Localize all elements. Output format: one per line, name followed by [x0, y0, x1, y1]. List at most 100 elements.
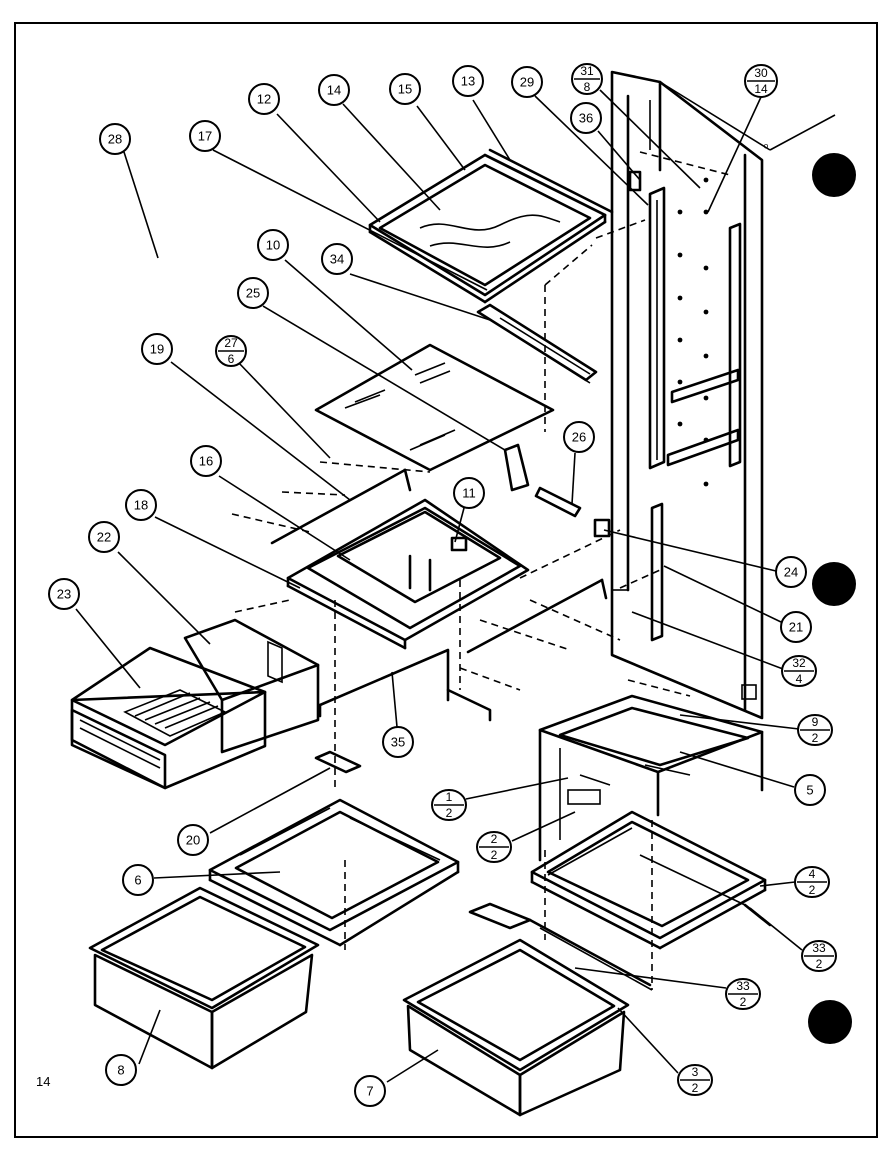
callout-17: 17	[189, 120, 221, 152]
svg-text:17: 17	[198, 129, 212, 144]
svg-text:22: 22	[97, 530, 111, 545]
callout-10: 10	[257, 229, 289, 261]
callout-7: 7	[354, 1075, 386, 1107]
cabinet-liner: o	[610, 70, 836, 720]
binder-hole-bottom	[808, 1000, 852, 1044]
callout-9-2: 92	[797, 714, 833, 746]
crisper-drawer-grille	[123, 689, 227, 737]
svg-text:12: 12	[257, 92, 271, 107]
callout-18: 18	[125, 489, 157, 521]
svg-text:16: 16	[199, 454, 213, 469]
svg-text:7: 7	[366, 1084, 373, 1099]
callout-4-2: 42	[794, 866, 830, 898]
crisper-cover-frame	[286, 498, 530, 650]
svg-text:9: 9	[812, 715, 819, 729]
svg-text:33: 33	[812, 941, 826, 955]
rail-bracket-pieces	[628, 170, 740, 467]
svg-text:32: 32	[792, 656, 806, 670]
svg-text:2: 2	[812, 731, 819, 745]
page-number: 14	[36, 1074, 51, 1089]
callout-23: 23	[48, 578, 80, 610]
svg-text:20: 20	[186, 833, 200, 848]
svg-text:36: 36	[579, 111, 593, 126]
drawer-clip	[314, 750, 362, 774]
svg-text:14: 14	[754, 82, 768, 96]
shelf-bracket-hardware	[503, 443, 611, 538]
svg-text:5: 5	[806, 783, 813, 798]
liner-box-right	[538, 694, 764, 862]
svg-text:2: 2	[491, 832, 498, 846]
callout-25: 25	[237, 277, 269, 309]
callout-6: 6	[122, 864, 154, 896]
callout-1-2: 12	[431, 789, 467, 821]
svg-text:33: 33	[736, 979, 750, 993]
svg-text:35: 35	[391, 735, 405, 750]
callout-19: 19	[141, 333, 173, 365]
callout-20: 20	[177, 824, 209, 856]
svg-text:10: 10	[266, 238, 280, 253]
svg-text:29: 29	[520, 75, 534, 90]
callout-31-8: 318	[571, 63, 603, 95]
svg-text:4: 4	[796, 672, 803, 686]
callout-32-4: 324	[781, 655, 817, 687]
shelf-side-support-left	[270, 468, 412, 545]
shelf-frame-bar	[476, 303, 598, 384]
svg-text:25: 25	[246, 286, 260, 301]
pan-cover-left	[208, 798, 460, 947]
svg-text:2: 2	[809, 883, 816, 897]
svg-text:28: 28	[108, 132, 122, 147]
callout-5: 5	[794, 774, 826, 806]
svg-text:2: 2	[740, 995, 747, 1009]
callout-24: 24	[775, 556, 807, 588]
callout-15: 15	[389, 73, 421, 105]
callout-22: 22	[88, 521, 120, 553]
svg-text:11: 11	[462, 486, 476, 501]
svg-text:6: 6	[134, 873, 141, 888]
svg-text:13: 13	[461, 74, 475, 89]
callout-35: 35	[382, 726, 414, 758]
callout-12: 12	[248, 83, 280, 115]
shelf-side-support-right	[466, 578, 608, 654]
callout-28: 28	[99, 123, 131, 155]
callout-8: 8	[105, 1054, 137, 1086]
shelf-ladder-rail-left	[648, 186, 666, 470]
meat-pan-right	[402, 938, 630, 1117]
svg-text:23: 23	[57, 587, 71, 602]
assembly-dashed-lines-lower	[344, 679, 691, 990]
callout-36: 36	[570, 102, 602, 134]
svg-text:19: 19	[150, 342, 164, 357]
shelf-ladder-rail-lower	[650, 502, 664, 642]
svg-text:24: 24	[784, 565, 798, 580]
svg-text:30: 30	[754, 66, 768, 80]
assembly-dashed-lines-upper	[231, 461, 661, 790]
svg-text:31: 31	[580, 64, 594, 78]
binder-hole-middle	[812, 562, 856, 606]
callout-13: 13	[452, 65, 484, 97]
drawer-cover-right	[530, 789, 767, 950]
crisper-drawer-front	[70, 646, 267, 790]
drawer-slide-rails	[468, 902, 772, 991]
crisper-drawer-guide	[318, 648, 492, 722]
callout-34: 34	[321, 243, 353, 275]
svg-text:2: 2	[491, 848, 498, 862]
svg-text:2: 2	[816, 957, 823, 971]
glass-shelf-middle	[314, 343, 555, 472]
leader-lines	[75, 89, 803, 1083]
svg-text:8: 8	[117, 1063, 124, 1078]
svg-text:14: 14	[327, 83, 341, 98]
liner-dashed-guides	[544, 151, 731, 432]
callout-14: 14	[318, 74, 350, 106]
shelf-ladder-rail-right	[728, 222, 742, 468]
svg-text:2: 2	[692, 1081, 699, 1095]
svg-text:2: 2	[446, 806, 453, 820]
svg-text:6: 6	[228, 352, 235, 366]
callout-26: 26	[563, 421, 595, 453]
svg-text:26: 26	[572, 430, 586, 445]
svg-text:8: 8	[584, 80, 591, 94]
callout-3-2: 32	[677, 1064, 713, 1096]
svg-text:18: 18	[134, 498, 148, 513]
callout-27-6: 276	[215, 335, 247, 367]
